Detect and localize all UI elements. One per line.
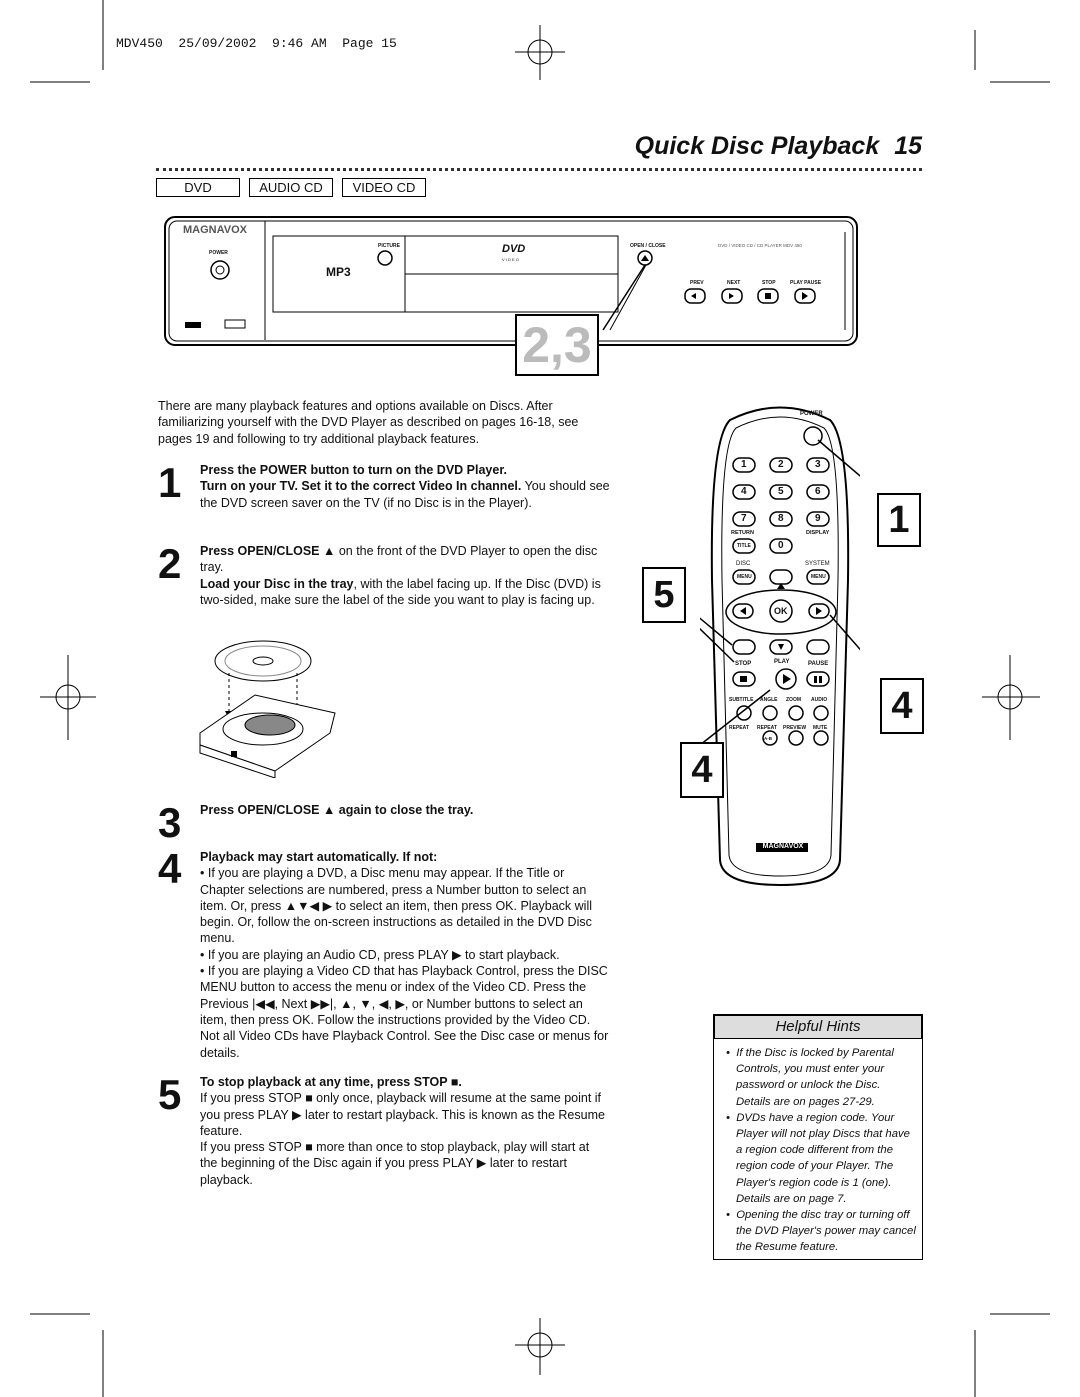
remote-digit-6: 6: [815, 486, 821, 497]
remote-play-label: PLAY: [774, 659, 790, 665]
remote-title-label: TITLE: [737, 543, 751, 549]
remote-menu-left: MENU: [737, 574, 752, 580]
step-2-number: 2: [158, 540, 182, 587]
hint-text-region: DVDs have a region code. Your Player wil…: [736, 1111, 910, 1205]
intro-text: There are many playback features and opt…: [158, 399, 579, 446]
step-4-video-cd: • If you are playing a Video CD that has…: [200, 964, 609, 1060]
remote-digit-8: 8: [778, 513, 784, 524]
step-2-detail-1: on the front of the DVD Player to open t…: [200, 544, 598, 575]
remote-disc-label: DISC: [736, 561, 751, 567]
remote-return-label: RETURN: [731, 530, 754, 536]
remote-control-illustration: [700, 406, 860, 887]
remote-digit-1: 1: [741, 459, 747, 470]
player-btn-next: NEXT: [727, 280, 741, 286]
remote-repeat-label: REPEAT: [729, 725, 749, 731]
remote-power-label: POWER: [800, 411, 823, 417]
player-dvd-logo: DVD: [502, 243, 526, 255]
step-4-bold: Playback may start automatically. If not…: [200, 850, 438, 864]
disc-tray-illustration: [199, 640, 336, 778]
callout-5: 5: [642, 567, 686, 623]
player-dvd-logo-sub: V I D E O: [502, 257, 519, 262]
step-1-detail: You should see the DVD screen saver on t…: [200, 479, 610, 510]
callout-1: 1: [877, 493, 921, 547]
remote-digit-5: 5: [778, 486, 784, 497]
tag-audio-cd: AUDIO CD: [249, 178, 333, 197]
player-model-label: DVD / VIDEO CD / CD PLAYER MDV 450: [718, 243, 802, 248]
remote-zoom-label: ZOOM: [786, 697, 801, 703]
tag-video-cd: VIDEO CD: [342, 178, 426, 197]
step-5-restart: If you press STOP ■ more than once to st…: [200, 1140, 590, 1187]
step-3-text: Press OPEN/CLOSE ▲ again to close the tr…: [200, 802, 610, 818]
player-btn-stop: STOP: [762, 280, 776, 286]
page-title: Quick Disc Playback: [634, 132, 880, 160]
helpful-hints-box: Helpful Hints • If the Disc is locked by…: [713, 1014, 923, 1260]
remote-repeat-ab-label: REPEAT: [757, 725, 777, 731]
remote-digit-9: 9: [815, 513, 821, 524]
player-mp3-label: MP3: [326, 265, 351, 279]
player-picture-label: PICTURE: [378, 243, 400, 249]
player-btn-prev: PREV: [690, 280, 704, 286]
player-open-close-label: OPEN / CLOSE: [630, 243, 666, 249]
step-4-text: Playback may start automatically. If not…: [200, 849, 610, 1061]
step-4-number: 4: [158, 845, 182, 892]
step-5-resume: If you press STOP ■ only once, playback …: [200, 1091, 605, 1138]
helpful-hints-heading: Helpful Hints: [714, 1015, 922, 1039]
helpful-hints-list: • If the Disc is locked by Parental Cont…: [714, 1039, 922, 1256]
remote-subtitle-label: SUBTITLE: [729, 697, 754, 703]
hint-text-resume: Opening the disc tray or turning off the…: [736, 1209, 916, 1254]
step-2-bold-2: Load your Disc in the tray: [200, 576, 354, 591]
step-5-bold: To stop playback at any time, press STOP…: [200, 1075, 462, 1089]
player-power-label: POWER: [209, 250, 228, 256]
remote-mute-label: MUTE: [813, 725, 828, 731]
step-5-number: 5: [158, 1071, 182, 1118]
callout-4-right: 4: [880, 678, 924, 734]
remote-digit-0: 0: [778, 540, 784, 551]
step-1-text: Press the POWER button to turn on the DV…: [200, 462, 610, 511]
step-2-text: Press OPEN/CLOSE ▲ on the front of the D…: [200, 543, 610, 608]
step-4-dvd: • If you are playing a DVD, a Disc menu …: [200, 866, 593, 946]
step-1-bold-1: Press the POWER button to turn on the DV…: [200, 463, 507, 477]
step-2-detail-2: , with the label facing up. If the Disc …: [200, 576, 601, 607]
remote-ab-label: A-B: [764, 736, 772, 741]
hint-item: • Opening the disc tray or turning off t…: [726, 1209, 916, 1254]
remote-brand: MAGNAVOX: [762, 843, 804, 850]
player-brand: MAGNAVOX: [183, 224, 247, 236]
remote-preview-label: PREVIEW: [783, 725, 807, 731]
hint-item: • DVDs have a region code. Your Player w…: [726, 1111, 910, 1205]
remote-system-label: SYSTEM: [805, 561, 830, 567]
step-1-number: 1: [158, 459, 182, 506]
callout-4-left: 4: [680, 742, 724, 798]
hint-item: • If the Disc is locked by Parental Cont…: [726, 1047, 894, 1108]
remote-ok-label: OK: [774, 606, 788, 616]
step-2-bold-1: Press OPEN/CLOSE ▲: [200, 544, 336, 558]
remote-angle-label: ANGLE: [760, 697, 778, 703]
remote-digit-7: 7: [741, 513, 747, 524]
step-4-audio-cd: • If you are playing an Audio CD, press …: [200, 947, 560, 962]
title-rule: [156, 168, 922, 171]
remote-display-label: DISPLAY: [806, 530, 830, 536]
dvd-player-illustration: [164, 216, 858, 376]
page-title-block: Quick Disc Playback 15: [635, 132, 922, 161]
remote-audio-label: AUDIO: [811, 697, 828, 703]
callout-2-3: 2,3: [522, 317, 592, 373]
hint-text-parental: If the Disc is locked by Parental Contro…: [736, 1047, 894, 1108]
print-info: MDV450 25/09/2002 9:46 AM Page 15: [116, 36, 397, 51]
step-3-number: 3: [158, 799, 182, 846]
remote-stop-label: STOP: [735, 661, 752, 667]
remote-digit-3: 3: [815, 459, 821, 470]
remote-digit-2: 2: [778, 459, 784, 470]
remote-pause-label: PAUSE: [808, 661, 829, 667]
remote-digit-4: 4: [741, 486, 747, 497]
player-btn-play-pause: PLAY PAUSE: [790, 280, 822, 286]
tag-dvd: DVD: [156, 178, 240, 197]
step-5-text: To stop playback at any time, press STOP…: [200, 1074, 610, 1188]
remote-menu-right: MENU: [811, 574, 826, 580]
step-3-bold: Press OPEN/CLOSE ▲ again to close the tr…: [200, 803, 474, 817]
page-number: 15: [894, 132, 922, 160]
step-1-bold-2: Turn on your TV. Set it to the correct V…: [200, 479, 522, 494]
